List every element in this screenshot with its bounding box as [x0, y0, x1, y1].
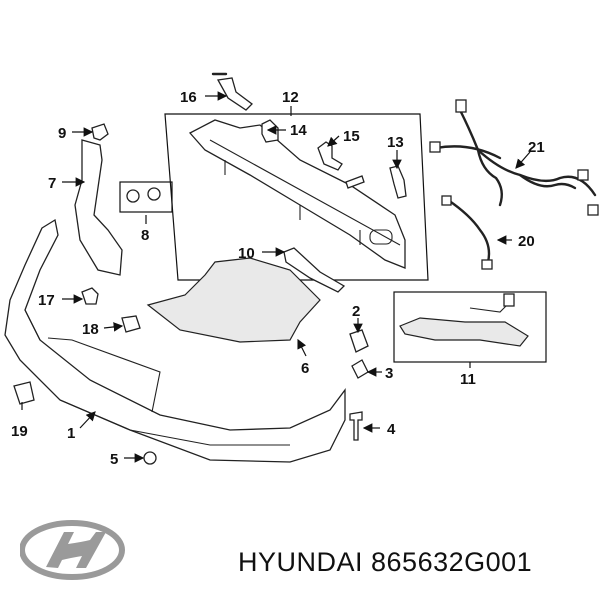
callout-19: 19 — [11, 423, 28, 440]
callout-14: 14 — [290, 122, 307, 139]
callout-3: 3 — [385, 365, 393, 382]
callout-5: 5 — [110, 451, 118, 468]
callout-17: 17 — [38, 292, 55, 309]
callout-13: 13 — [387, 134, 404, 151]
bolt-in-beam — [345, 175, 365, 189]
callout-labels: 1 2 3 4 5 6 7 8 9 10 11 12 13 14 15 16 1… — [11, 89, 545, 468]
callout-8: 8 — [141, 227, 149, 244]
sensor-5 — [143, 451, 157, 465]
callout-16: 16 — [180, 89, 197, 106]
callout-18: 18 — [82, 321, 99, 338]
callout-7: 7 — [48, 175, 56, 192]
callout-2: 2 — [352, 303, 360, 320]
hyundai-logo-icon — [20, 520, 125, 580]
bracket-16 — [216, 77, 253, 111]
reinforcement-beam — [188, 119, 406, 269]
callout-11: 11 — [460, 371, 476, 388]
bumper-cover-1 — [4, 218, 346, 463]
clip-group-box-8 — [119, 181, 173, 213]
sensor-19 — [13, 381, 35, 405]
bracket-14 — [261, 119, 279, 143]
wiring-harness-21 — [429, 99, 599, 216]
sensor-wire-20 — [441, 195, 493, 270]
leader-lines — [21, 91, 531, 463]
parts-diagram: 1 2 3 4 5 6 7 8 9 10 11 12 13 14 15 16 1… — [4, 72, 599, 468]
callout-10: 10 — [238, 245, 255, 262]
screw-4 — [349, 411, 363, 441]
bracket-15 — [317, 141, 343, 171]
callout-15: 15 — [343, 128, 360, 145]
beam-group-box — [164, 113, 429, 281]
sensor-17 — [81, 287, 99, 305]
bolt-9 — [91, 123, 109, 141]
bracket-13 — [389, 165, 407, 199]
lower-garnish-6 — [146, 257, 321, 343]
bracket-10 — [283, 247, 346, 293]
callout-20: 20 — [518, 233, 535, 250]
trim-strip-11 — [399, 317, 529, 347]
callout-21: 21 — [528, 139, 545, 156]
clip-3 — [351, 359, 369, 379]
side-bracket-7 — [74, 139, 123, 276]
callout-1: 1 — [67, 425, 75, 442]
callout-6: 6 — [301, 360, 309, 377]
clip-2 — [349, 329, 369, 353]
sensor-18 — [121, 315, 141, 333]
callout-12: 12 — [282, 89, 299, 106]
reinforcement-beam-group — [164, 113, 429, 281]
callout-4: 4 — [387, 421, 396, 438]
brand-part-number-label: HYUNDAI 865632G001 — [238, 547, 533, 577]
callout-9: 9 — [58, 125, 66, 142]
